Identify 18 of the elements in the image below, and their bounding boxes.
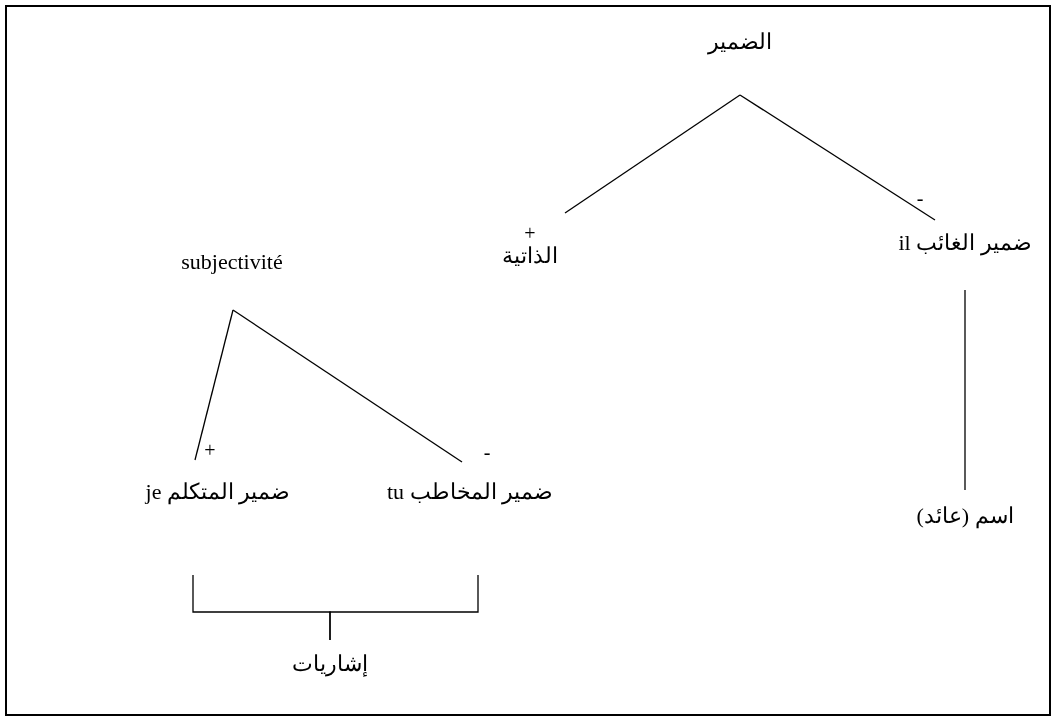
tree-line [564, 94, 741, 214]
node-label: الضمير [708, 29, 772, 54]
node-label: اسم (عائد) [916, 503, 1014, 528]
tree-line [329, 574, 479, 641]
sign-label: + [524, 223, 536, 243]
sign-label: - [916, 188, 924, 208]
node-label: الذاتية [502, 243, 558, 268]
tree-line [232, 309, 463, 463]
node-label: ضمير الغائب il [898, 230, 1032, 255]
tree-line [739, 94, 936, 221]
node-label: subjectivité [181, 249, 283, 274]
node-label: إشاريات [292, 651, 368, 676]
node-label: ضمير المخاطب tu [386, 479, 554, 504]
sign-label: + [204, 440, 216, 460]
node-label: ضمير المتكلم je [145, 479, 291, 504]
tree-line [194, 309, 234, 461]
tree-line [964, 289, 966, 491]
sign-label: - [483, 442, 491, 462]
